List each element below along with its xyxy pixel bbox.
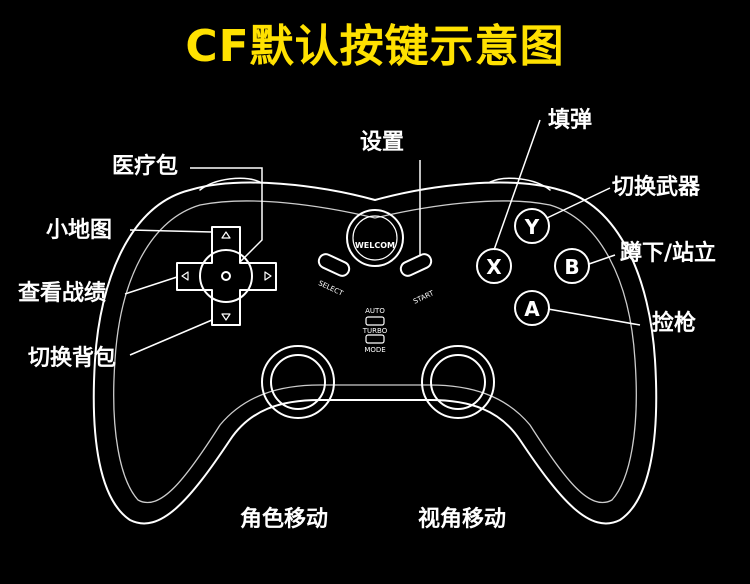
select-button xyxy=(317,253,351,277)
label-move: 角色移动 xyxy=(240,507,329,532)
auto-button xyxy=(365,316,385,326)
label-pickup: 捡枪 xyxy=(652,311,697,336)
logo-outer-ring xyxy=(346,209,404,267)
logo-inner-ring xyxy=(352,215,398,261)
right-stick-inner xyxy=(430,354,486,410)
switch-weapon-line xyxy=(546,187,611,219)
switch-backpack-line xyxy=(129,319,213,356)
dpad-center-dot xyxy=(221,271,231,281)
dpad-down-arrow-icon xyxy=(221,313,231,321)
medkit-line xyxy=(190,167,263,263)
label-look: 视角移动 xyxy=(418,507,507,532)
reload-line xyxy=(493,119,541,251)
controller-outline xyxy=(92,181,658,525)
diagram-title: CF默认按键示意图 xyxy=(185,21,565,72)
label-crouch-stand: 蹲下/站立 xyxy=(620,241,717,266)
select-label: SELECT xyxy=(317,279,345,298)
label-check-record: 查看战绩 xyxy=(18,281,107,306)
label-settings: 设置 xyxy=(360,130,405,155)
right-bumper xyxy=(489,177,551,191)
turbo-button xyxy=(365,334,385,344)
y-button-label: Y xyxy=(524,215,540,239)
pickup-line xyxy=(547,308,641,326)
start-button xyxy=(399,253,433,277)
b-button-label: B xyxy=(564,255,579,279)
turbo-label: TURBO xyxy=(362,327,388,335)
b-button xyxy=(554,248,590,284)
a-button-label: A xyxy=(524,297,540,321)
label-medkit: 医疗包 xyxy=(112,154,179,179)
left-stick-outer xyxy=(261,345,335,419)
a-button xyxy=(514,290,550,326)
dpad-right-arrow-icon xyxy=(264,271,272,281)
right-stick-outer xyxy=(421,345,495,419)
dpad xyxy=(176,226,277,326)
auto-label: AUTO xyxy=(365,307,385,315)
y-button xyxy=(514,208,550,244)
x-button-label: X xyxy=(486,255,502,279)
label-minimap: 小地图 xyxy=(46,218,113,243)
label-switch-backpack: 切换背包 xyxy=(28,346,117,371)
check-record-line xyxy=(124,276,178,295)
left-bumper xyxy=(199,177,261,191)
label-reload: 填弹 xyxy=(548,108,593,133)
controller-inner-contour xyxy=(113,200,637,504)
dpad-center xyxy=(199,249,253,303)
logo-text: WELCOM xyxy=(355,241,395,250)
minimap-line xyxy=(129,229,213,233)
dpad-up-arrow-icon xyxy=(221,231,231,239)
left-stick-inner xyxy=(270,354,326,410)
label-switch-weapon: 切换武器 xyxy=(612,175,701,200)
start-label: START xyxy=(412,289,436,306)
crouch-line xyxy=(588,254,616,265)
mode-label: MODE xyxy=(364,346,385,354)
dpad-left-arrow-icon xyxy=(181,271,189,281)
